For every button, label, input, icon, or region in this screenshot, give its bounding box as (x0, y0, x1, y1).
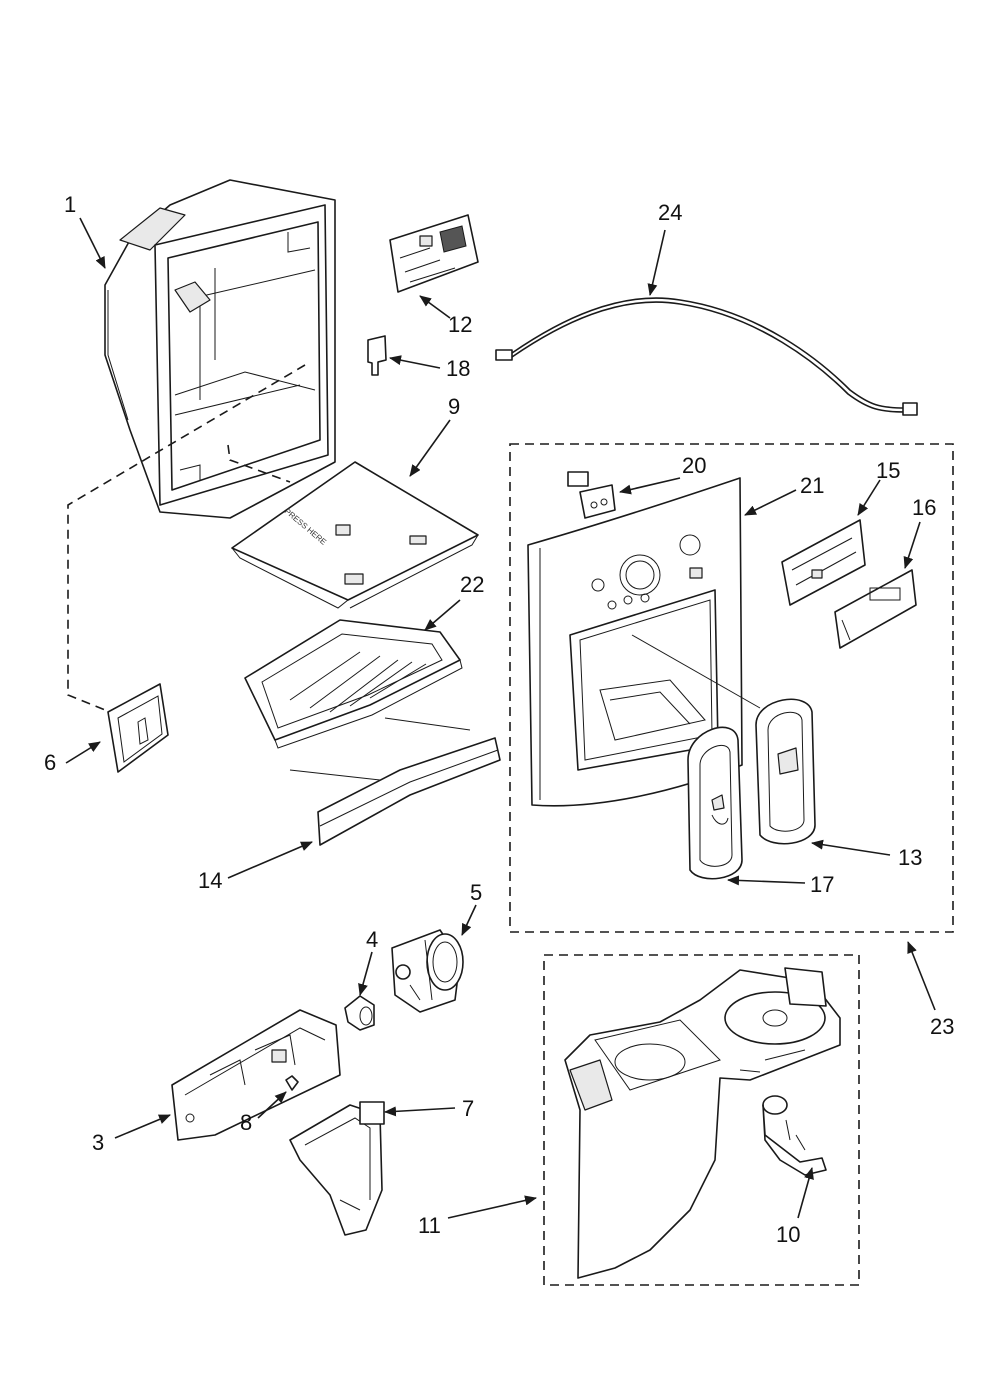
leader-lines (65, 217, 936, 1219)
ice-chute-group-frame (543, 954, 860, 1286)
callout-9: 9 (448, 394, 460, 419)
part-24-wire-harness (495, 297, 918, 416)
part-12-control-board (389, 214, 479, 293)
part-18-clip (367, 335, 387, 376)
callout-24: 24 (658, 200, 682, 225)
callout-8: 8 (240, 1110, 252, 1135)
part-16-board (834, 569, 917, 649)
alignment-line-1-6 (67, 364, 306, 713)
callout-21: 21 (800, 473, 824, 498)
part-9-shelf: PRESS HERE (231, 461, 479, 609)
callout-22: 22 (460, 572, 484, 597)
callout-7: 7 (462, 1096, 474, 1121)
callout-10: 10 (776, 1222, 800, 1247)
part-4-cam (344, 995, 375, 1031)
callout-16: 16 (912, 495, 936, 520)
callout-4: 4 (366, 927, 378, 952)
callout-20: 20 (682, 453, 706, 478)
part-21-dispenser-housing (527, 477, 761, 807)
callout-6: 6 (44, 750, 56, 775)
callout-5: 5 (470, 880, 482, 905)
alignment-line-housing (227, 444, 291, 483)
callout-17: 17 (810, 872, 834, 897)
callout-23: 23 (930, 1014, 954, 1039)
part-17-paddle (687, 726, 743, 880)
callout-11: 11 (418, 1213, 441, 1238)
part-3-bracket (171, 1009, 341, 1141)
part-1-housing (104, 179, 336, 519)
part-10-valve (762, 1095, 827, 1176)
callout-labels: 1 3 4 5 6 7 8 9 10 11 12 13 14 15 16 17 … (44, 192, 954, 1247)
part-7-actuator (289, 1101, 385, 1236)
callout-18: 18 (446, 356, 470, 381)
callout-14: 14 (198, 868, 222, 893)
callout-13: 13 (898, 845, 922, 870)
part-6-receptacle (107, 683, 169, 773)
part-15-board (781, 519, 866, 606)
part-8-screw (285, 1075, 299, 1091)
callout-1: 1 (64, 192, 76, 217)
callout-3: 3 (92, 1130, 104, 1155)
part-14-trim (289, 717, 501, 846)
part-20-connector (567, 471, 616, 519)
part-22-drip-tray (244, 619, 463, 749)
part-13-paddle (755, 698, 816, 845)
part-5-motor (391, 929, 464, 1013)
callout-15: 15 (876, 458, 900, 483)
callout-12: 12 (448, 312, 472, 337)
part-11-ice-chute (564, 967, 841, 1279)
